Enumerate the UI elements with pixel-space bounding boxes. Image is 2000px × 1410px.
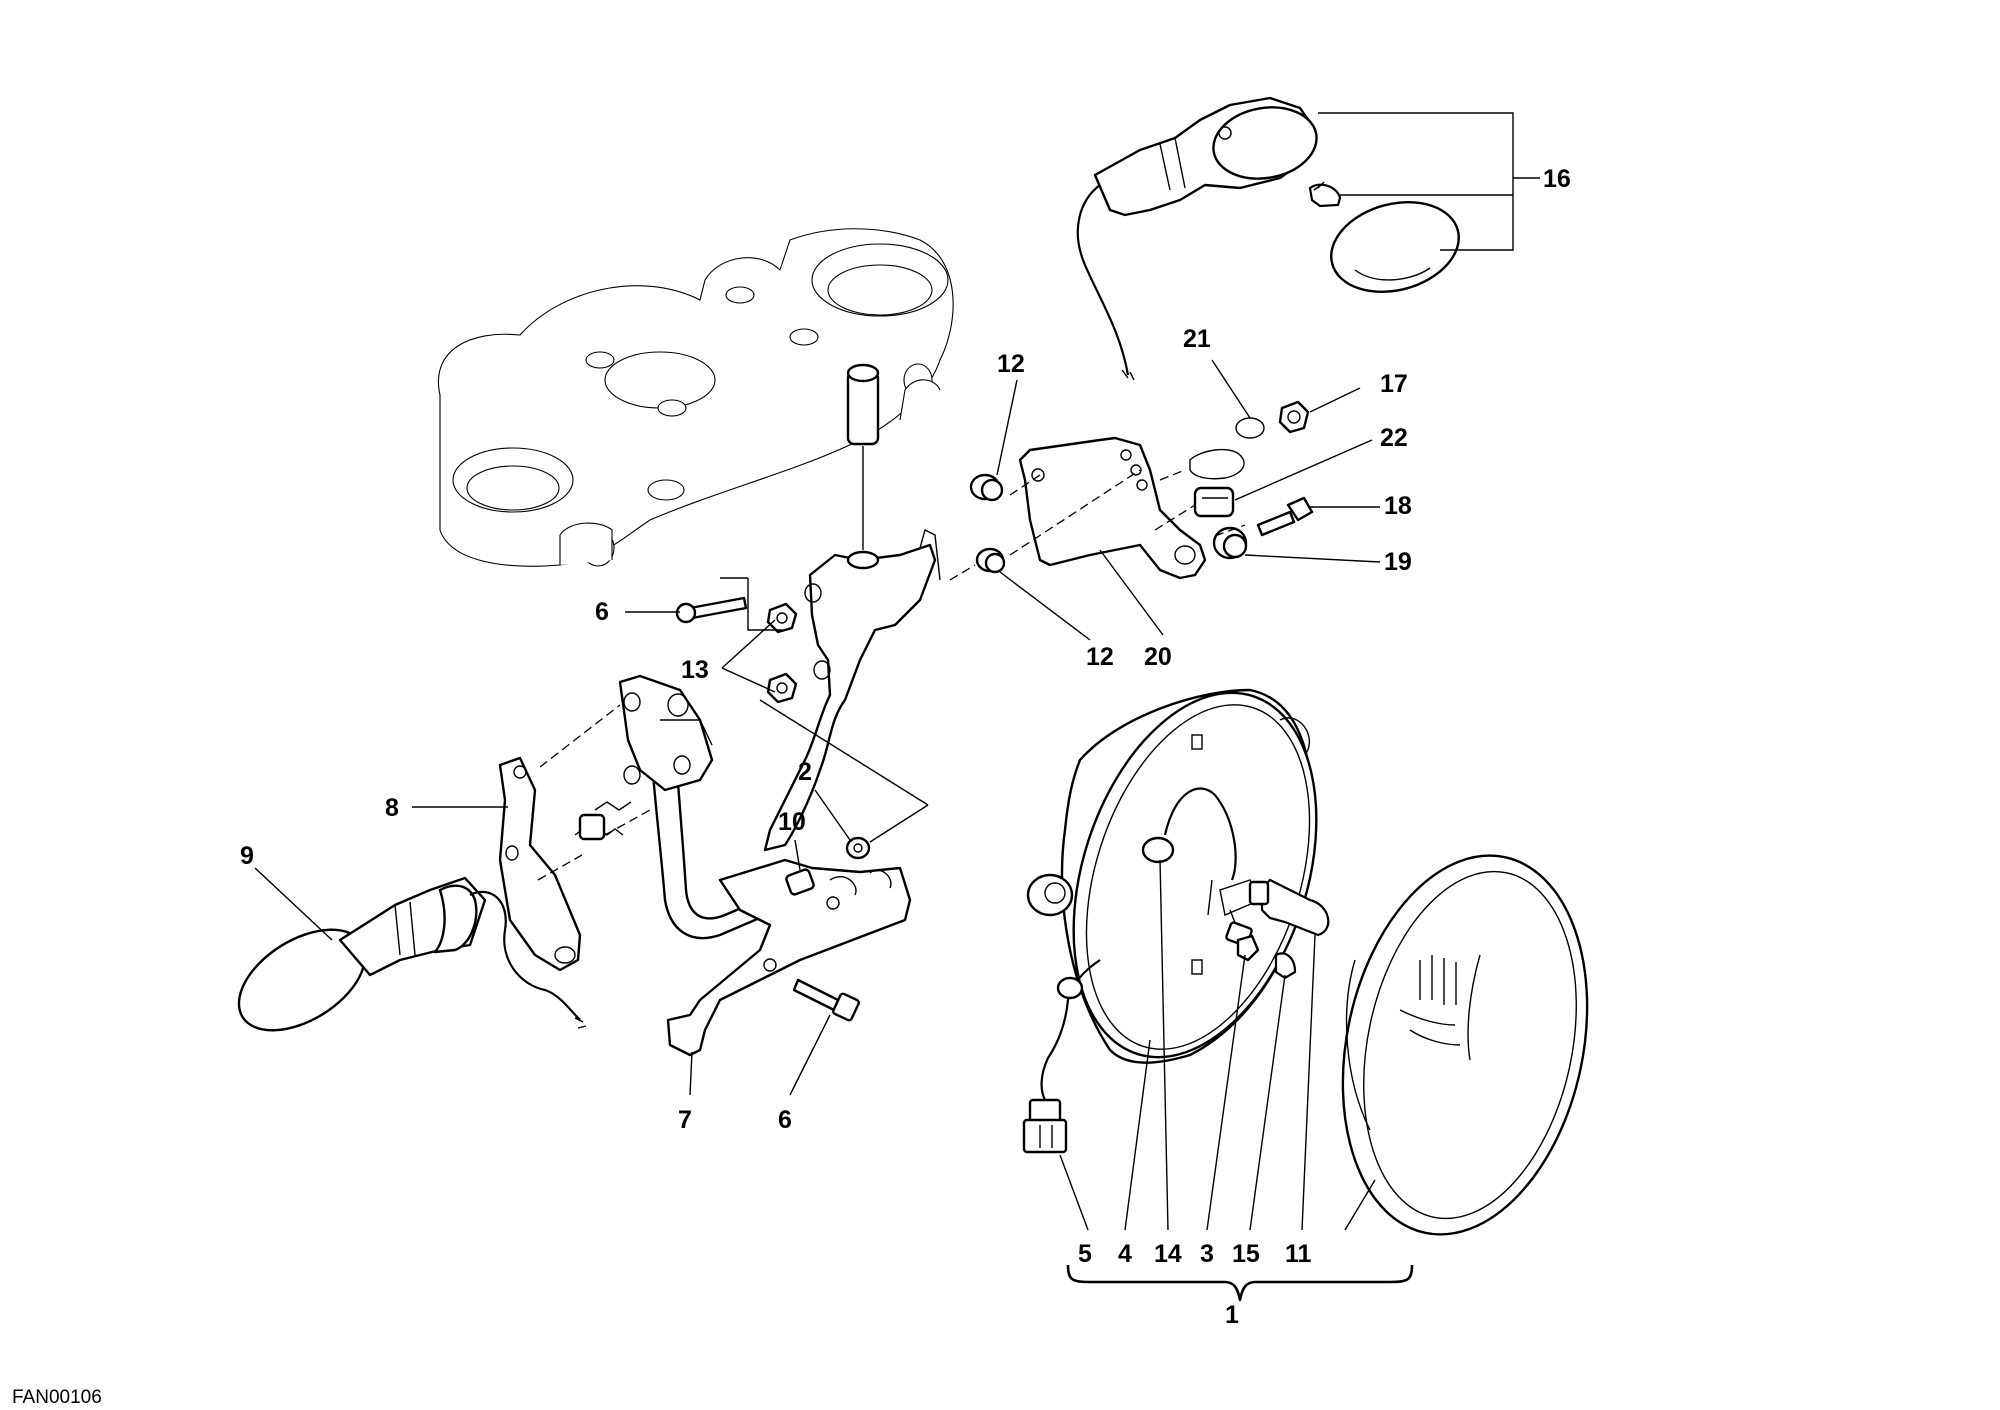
lower-plate-7 — [666, 858, 912, 1057]
bolt-6-upper — [675, 596, 748, 624]
headlight-wiring — [1022, 959, 1101, 1154]
washer-19 — [1212, 526, 1248, 560]
leader-lines — [254, 112, 1540, 1302]
callout-9: 9 — [240, 842, 254, 870]
right-indicator-bulb — [1308, 181, 1342, 208]
grommet-22 — [1193, 486, 1235, 518]
assembly-lines — [537, 469, 1246, 881]
callout-1: 1 — [1225, 1301, 1239, 1329]
spring-grommet — [574, 801, 632, 841]
callout-20: 20 — [1144, 643, 1172, 671]
washer-2 — [845, 836, 871, 860]
headlight-support-bracket — [763, 528, 941, 852]
right-indicator-lens — [1330, 200, 1460, 294]
callout-14: 14 — [1154, 1240, 1182, 1268]
callout-6-upper: 6 — [595, 598, 609, 626]
callout-13: 13 — [681, 656, 709, 684]
parking-light-socket — [1225, 921, 1260, 962]
nut-17 — [1278, 400, 1310, 434]
callout-19: 19 — [1384, 548, 1412, 576]
yoke-pin — [846, 363, 880, 550]
headlight-housing — [1026, 688, 1318, 1064]
nut-13-upper — [766, 602, 798, 634]
headlight-bulb — [1248, 878, 1330, 937]
callout-18: 18 — [1384, 492, 1412, 520]
bushing-10 — [785, 868, 815, 896]
callout-labels: 16 21 17 22 18 19 12 12 20 6 13 2 8 10 9… — [240, 165, 1571, 1329]
callout-12-upper: 12 — [997, 350, 1025, 378]
callout-11: 11 — [1285, 1240, 1312, 1268]
callout-16: 16 — [1543, 165, 1571, 193]
callout-6-lower: 6 — [778, 1106, 792, 1134]
callout-15: 15 — [1232, 1240, 1260, 1268]
callout-5: 5 — [1078, 1240, 1092, 1268]
nut-13-lower — [766, 672, 798, 704]
turn-signal-bracket-left — [498, 756, 582, 972]
callout-21: 21 — [1183, 325, 1211, 353]
washer-12-lower — [975, 547, 1006, 574]
callout-17: 17 — [1380, 370, 1408, 398]
right-bracket-20 — [1018, 436, 1207, 580]
callout-3: 3 — [1200, 1240, 1214, 1268]
callout-12-lower: 12 — [1086, 643, 1114, 671]
washer-12-upper — [969, 473, 1004, 502]
right-turn-indicator — [1076, 96, 1318, 381]
callout-7: 7 — [678, 1106, 692, 1134]
callout-22: 22 — [1380, 424, 1408, 452]
callout-2: 2 — [798, 758, 812, 786]
parking-light-bulb — [1274, 952, 1297, 980]
callout-8: 8 — [385, 794, 399, 822]
bolt-18 — [1256, 496, 1314, 537]
callout-4: 4 — [1118, 1240, 1132, 1268]
left-turn-indicator — [237, 876, 587, 1032]
callout-10: 10 — [778, 808, 806, 836]
headlight-lens — [1341, 854, 1589, 1236]
drawing-code: FAN00106 — [12, 1387, 102, 1408]
upper-fork-yoke — [437, 228, 954, 567]
clip-21 — [1189, 417, 1265, 480]
bolt-6-lower — [792, 978, 860, 1022]
